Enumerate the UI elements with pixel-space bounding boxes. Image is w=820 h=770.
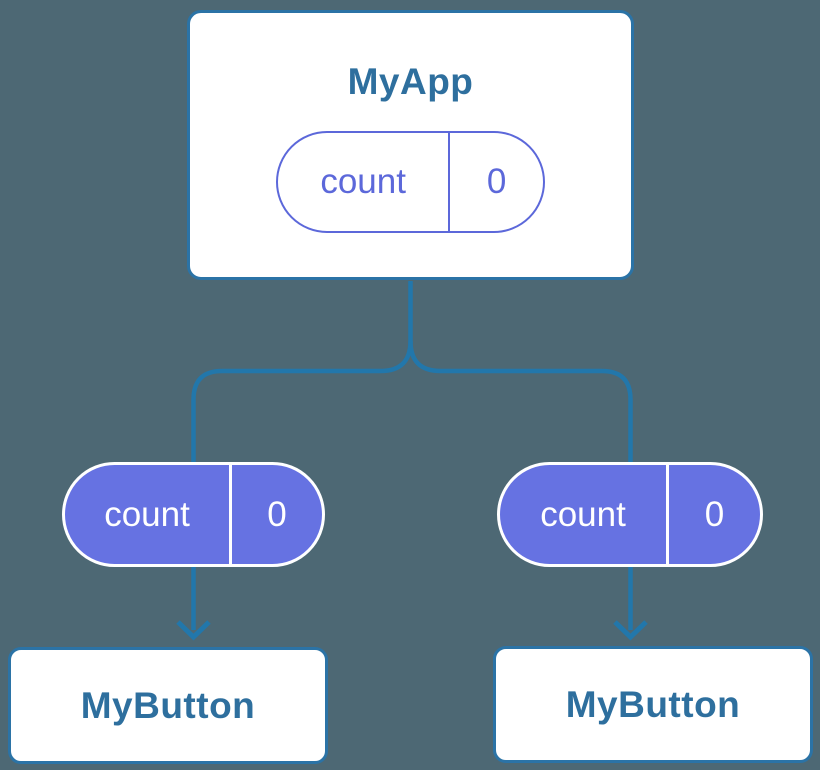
arrowhead-right-icon [613, 620, 648, 641]
state-value: 0 [486, 162, 507, 201]
prop-pill-left: count 0 [62, 462, 325, 567]
prop-name: count [500, 465, 669, 564]
prop-name: count [65, 465, 233, 564]
prop-value: 0 [267, 494, 287, 534]
component-node-mybutton-left: MyButton [8, 647, 328, 764]
connector-branch-left [191, 340, 413, 630]
state-name: count [278, 133, 451, 231]
component-title: MyApp [347, 61, 474, 102]
arrowhead-left-icon [176, 620, 211, 641]
component-node-myapp: MyApp count 0 [187, 10, 634, 280]
prop-value: 0 [704, 494, 725, 534]
component-node-mybutton-right: MyButton [493, 646, 813, 763]
component-title: MyButton [80, 685, 256, 726]
state-pill-myapp: count 0 [276, 131, 545, 233]
prop-pill-right: count 0 [497, 462, 763, 567]
connector-branch-right [408, 340, 633, 630]
component-title: MyButton [565, 684, 741, 725]
